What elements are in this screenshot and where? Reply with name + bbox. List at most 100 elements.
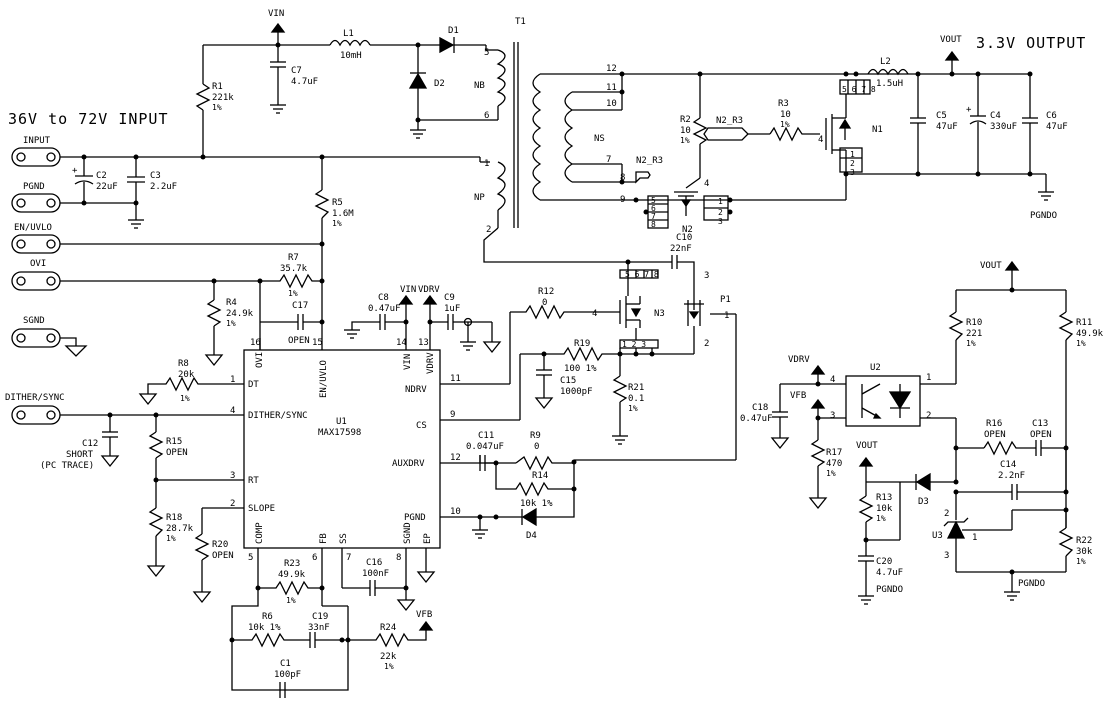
t1-pin-6: 6 [484, 111, 489, 121]
r16-value: OPEN [984, 430, 1006, 440]
n3-pin-4: 4 [592, 309, 597, 319]
r1-tol: 1% [212, 103, 222, 112]
c14-ref: C14 [1000, 460, 1016, 470]
d2-ref: D2 [434, 79, 445, 89]
c9-capacitor [430, 314, 502, 354]
r8-value: 20k [178, 370, 195, 380]
u3-shunt-regulator [943, 492, 1066, 572]
svg-text:8: 8 [651, 220, 656, 229]
r9-value: 0 [534, 442, 539, 452]
r15-value: OPEN [166, 448, 188, 458]
r11-value: 49.9k [1076, 329, 1104, 339]
t1-pin-12: 12 [606, 64, 617, 74]
u1-pin-fb: FB [319, 533, 329, 544]
r7-value: 35.7k [280, 264, 308, 274]
svg-text:11: 11 [450, 374, 461, 384]
r17-value: 470 [826, 459, 842, 469]
c20-ref: C20 [876, 557, 892, 567]
r4-ref: R4 [226, 298, 237, 308]
svg-text:5 6 7 8: 5 6 7 8 [842, 85, 876, 94]
r23-tol: 1% [286, 596, 296, 605]
c20-capacitor [858, 555, 874, 605]
u1-pin-ndrv: NDRV [405, 385, 427, 395]
c11-capacitor [479, 455, 516, 471]
u1-pin-pgnd: PGND [404, 513, 426, 523]
p1-mosfet [684, 296, 736, 354]
svg-text:4: 4 [230, 406, 235, 416]
c10-ref: C10 [676, 233, 692, 243]
n2-r3-label-lower: N2_R3 [636, 156, 663, 166]
d4-ref: D4 [526, 531, 537, 541]
r12-ref: R12 [538, 287, 554, 297]
c19-value: 33nF [308, 623, 330, 633]
vout-arrow-fb [956, 260, 1066, 291]
d4-diode [472, 489, 575, 539]
r20-resistor [192, 508, 212, 604]
c2-ref: C2 [96, 171, 107, 181]
r10-tol: 1% [966, 339, 976, 348]
n2-mosfet [647, 177, 729, 229]
t1-nb-label: NB [474, 81, 485, 91]
c5-capacitor [910, 74, 926, 174]
svg-text:8: 8 [396, 553, 401, 563]
r22-ref: R22 [1076, 536, 1092, 546]
c11-value: 0.047uF [466, 442, 504, 452]
svg-text:7: 7 [651, 212, 656, 221]
svg-text:1: 1 [850, 150, 855, 159]
c11-ref: C11 [478, 431, 494, 441]
r17-ref: R17 [826, 448, 842, 458]
c2-value: 22uF [96, 182, 118, 192]
output-voltage-heading: 3.3V OUTPUT [976, 34, 1086, 52]
c7-value: 4.7uF [291, 77, 318, 87]
svg-text:2: 2 [944, 509, 949, 519]
r22-value: 30k [1076, 547, 1093, 557]
svg-text:4: 4 [818, 135, 823, 145]
r22-tol: 1% [1076, 557, 1086, 566]
r24-resistor [348, 620, 434, 648]
t1-pin-8: 8 [620, 173, 625, 183]
u1-pin-slope: SLOPE [248, 504, 275, 514]
u1-pin-vin: VIN [403, 354, 413, 370]
svg-text:1 2 3: 1 2 3 [622, 340, 646, 349]
l2-inductor [867, 68, 909, 76]
r2-tol: 1% [680, 136, 690, 145]
u2-left-wires [779, 364, 846, 440]
r7-resistor [260, 273, 322, 289]
np-to-n3-wire [483, 227, 672, 270]
r10-ref: R10 [966, 318, 982, 328]
c14-capacitor [1011, 484, 1066, 500]
r18-tol: 1% [166, 534, 176, 543]
r11-resistor [1058, 290, 1074, 528]
r6-value: 10k 1% [248, 623, 281, 633]
svg-text:5: 5 [248, 553, 253, 563]
r19-resistor [468, 346, 694, 421]
terminal-input [11, 147, 61, 167]
pgndo-label-top: PGNDO [1030, 211, 1057, 221]
input-wires [60, 156, 490, 282]
sgnd-ground-symbol [60, 337, 88, 357]
d1-diode [439, 36, 498, 54]
u1-pin-comp: COMP [255, 522, 265, 544]
n2-r3-label-upper: N2_R3 [716, 116, 743, 126]
l1-ref: L1 [343, 29, 354, 39]
c12-ref: C12 [82, 439, 98, 449]
svg-text:+: + [72, 166, 78, 176]
r1-resistor [195, 44, 330, 157]
u1-pin-vdrv: VDRV [426, 352, 436, 374]
r4-value: 24.9k [226, 309, 254, 319]
c13-capacitor [1035, 440, 1066, 456]
r4-tol: 1% [226, 319, 236, 328]
c8-value: 0.47uF [368, 304, 401, 314]
n3-mosfet [600, 269, 659, 349]
c2-capacitor: + [72, 157, 94, 203]
d1-ref: D1 [448, 26, 459, 36]
svg-text:9: 9 [450, 410, 455, 420]
comp-network-wires [231, 588, 349, 691]
l2-ref: L2 [880, 57, 891, 67]
d3-diode [899, 472, 956, 500]
c16-capacitor [342, 580, 406, 596]
u1-pin-ovi: OVI [255, 352, 265, 368]
c5-value: 47uF [936, 122, 958, 132]
r21-tol: 1% [628, 404, 638, 413]
